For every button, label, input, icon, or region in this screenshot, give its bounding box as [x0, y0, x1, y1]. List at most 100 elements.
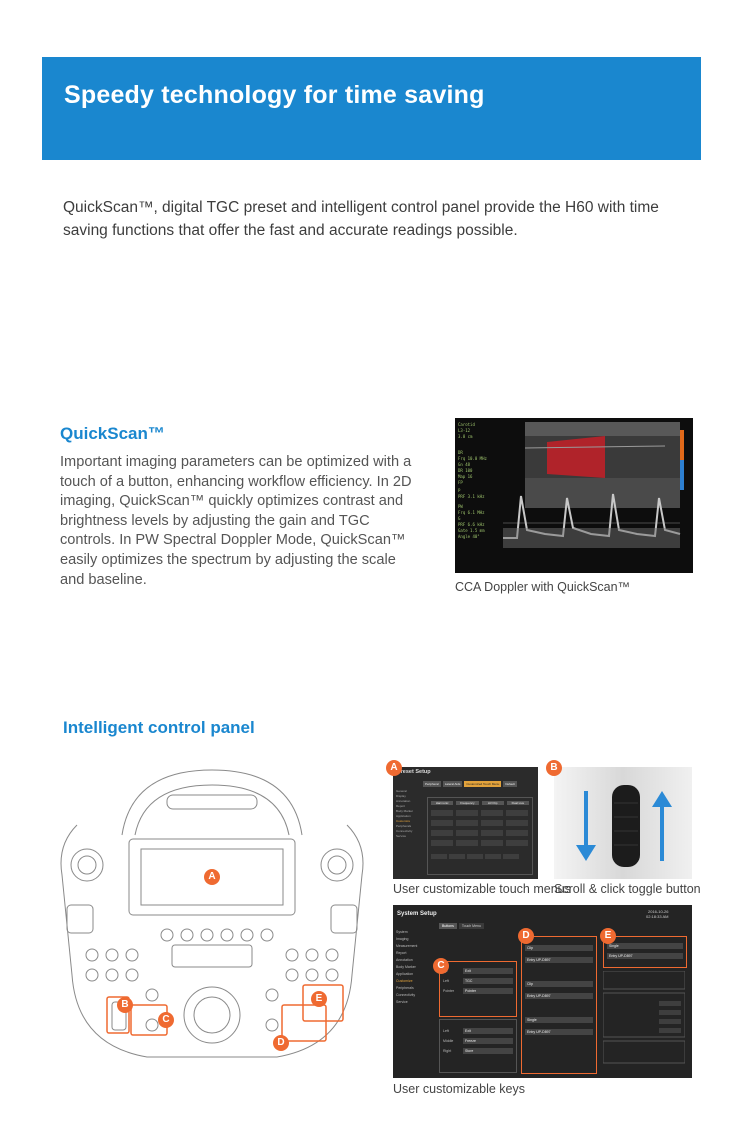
- key-select[interactable]: TGC: [463, 978, 513, 984]
- svg-text:L3-12: L3-12: [458, 428, 471, 433]
- key-select[interactable]: Clip: [525, 945, 593, 951]
- system-sidebar-item[interactable]: Annotation: [396, 958, 413, 962]
- banner-title: Speedy technology for time saving: [64, 81, 485, 109]
- touch-tab: Peripheral: [423, 781, 441, 787]
- system-sidebar-item[interactable]: Report: [396, 951, 407, 955]
- touch-menu-screenshot: Preset Setup Peripheral Lateral Aids Cus…: [393, 767, 538, 879]
- touch-sidebar-item: Peripherals: [396, 824, 412, 828]
- svg-text:FP: FP: [458, 480, 463, 485]
- key-label: Left: [443, 979, 449, 983]
- svg-text:PW: PW: [458, 504, 463, 509]
- key-select[interactable]: Freeze: [463, 1038, 513, 1044]
- customizable-keys-group-d: Clip Entry UP-D897 Clip Entry UP-D897 Si…: [521, 936, 597, 1074]
- system-sidebar-item[interactable]: Connectivity: [396, 993, 416, 997]
- key-select[interactable]: Exit: [463, 1028, 513, 1034]
- label-e-badge: E: [600, 928, 616, 944]
- touch-sidebar-item: Service: [396, 834, 407, 838]
- label-a-badge: A: [204, 869, 220, 885]
- label-d-badge: D: [273, 1035, 289, 1051]
- label-e-badge: E: [311, 991, 327, 1007]
- doppler-image-caption: CCA Doppler with QuickScan™: [455, 580, 631, 594]
- touch-sidebar-item: Display: [396, 794, 406, 798]
- system-sidebar-item[interactable]: System: [396, 930, 408, 934]
- key-label: Middle: [443, 1039, 454, 1043]
- quickscan-heading: QuickScan™: [60, 424, 165, 443]
- touch-sidebar-item-active: Customize: [396, 819, 411, 823]
- key-select[interactable]: Entry UP-D897: [525, 993, 593, 999]
- system-tab-touch-menu[interactable]: Touch Menu: [458, 923, 484, 929]
- key-select[interactable]: Exit: [463, 968, 513, 974]
- system-sidebar-item[interactable]: Imaging: [396, 937, 409, 941]
- header-banner: Speedy technology for time saving: [42, 57, 701, 160]
- key-label: Right: [443, 1049, 452, 1053]
- customizable-keys-group-c: Up Exit Left TGC Pointer Pointer: [439, 961, 517, 1017]
- key-select[interactable]: Entry UP-D897: [525, 1029, 593, 1035]
- key-select[interactable]: Entry UP-D897: [525, 957, 593, 963]
- touch-tab: Default: [503, 781, 517, 787]
- right-options-panel: [603, 971, 685, 1064]
- system-date: 2016-10-26: [648, 909, 669, 914]
- control-panel-heading: Intelligent control panel: [63, 718, 255, 737]
- system-tab-buttons[interactable]: Buttons: [439, 923, 457, 929]
- system-time: 02:18:33 AM: [646, 914, 669, 919]
- svg-text:Frq 10.0 MHz: Frq 10.0 MHz: [458, 456, 487, 461]
- svg-text:Gn 48: Gn 48: [458, 462, 471, 467]
- touch-sidebar-item: Annotation: [396, 799, 411, 803]
- system-sidebar-item[interactable]: Service: [396, 1000, 408, 1004]
- svg-text:Frq 6.1 MHz: Frq 6.1 MHz: [458, 510, 485, 515]
- key-select[interactable]: Store: [463, 1048, 513, 1054]
- svg-text:Carotid: Carotid: [458, 422, 475, 427]
- key-select[interactable]: Entry UP-D897: [607, 953, 683, 959]
- label-a-badge: A: [386, 760, 402, 776]
- toggle-button-caption: Scroll & click toggle button: [554, 882, 701, 896]
- key-label: Left: [443, 1029, 449, 1033]
- system-sidebar-item[interactable]: Application: [396, 972, 414, 976]
- key-select[interactable]: Single: [607, 943, 683, 949]
- label-b-badge: B: [117, 997, 133, 1013]
- touch-grid-button[interactable]: LR Flip: [481, 801, 504, 805]
- label-c-badge: C: [158, 1012, 174, 1028]
- touch-grid-cells: [431, 810, 528, 859]
- svg-text:PRF 6.6 kHz: PRF 6.6 kHz: [458, 522, 485, 527]
- svg-text:Gate 1.5 mm: Gate 1.5 mm: [458, 528, 485, 533]
- key-select[interactable]: Pointer: [463, 988, 513, 994]
- touch-button-grid: Harmonic Frequency LR Flip Dual Live: [427, 797, 533, 875]
- touch-menu-caption: User customizable touch menus: [393, 882, 571, 896]
- touch-sidebar-item: Report: [396, 804, 406, 808]
- foot-switch-group: Left Exit Middle Freeze Right Store: [439, 1019, 517, 1073]
- system-sidebar-item[interactable]: Measurement: [396, 944, 418, 948]
- system-sidebar-item-active[interactable]: Customize: [396, 979, 413, 983]
- toggle-button-graphic: [554, 767, 692, 879]
- touch-screen-tabs: Peripheral Lateral Aids Customized Touch…: [423, 781, 517, 787]
- svg-text:DR: DR: [458, 450, 463, 455]
- svg-text:3.8 cm: 3.8 cm: [458, 434, 473, 439]
- intro-paragraph: QuickScan™, digital TGC preset and intel…: [63, 199, 659, 239]
- customizable-keys-group-e: Single Entry UP-D897: [603, 936, 687, 968]
- system-sidebar-item[interactable]: Body Marker: [396, 965, 416, 969]
- control-panel-illustration: A B C D E: [57, 765, 367, 1065]
- svg-text:P: P: [458, 488, 461, 493]
- svg-text:G: G: [458, 516, 461, 521]
- system-sidebar: System Imaging Measurement Report Annota…: [396, 929, 434, 1006]
- label-c-badge: C: [433, 958, 449, 974]
- system-sidebar-item[interactable]: Peripherals: [396, 986, 414, 990]
- touch-sidebar: General Display Annotation Report Body M…: [396, 789, 424, 839]
- toggle-button-photo: [554, 767, 692, 879]
- svg-text:Angle 40°: Angle 40°: [458, 534, 480, 539]
- touch-tab-active: Customized Touch Menu: [464, 781, 502, 787]
- control-panel-drawing: [60, 769, 364, 1058]
- touch-screen-title: Preset Setup: [397, 769, 431, 775]
- touch-sidebar-item: Body Marker: [396, 809, 414, 813]
- key-select[interactable]: Single: [525, 1017, 593, 1023]
- touch-grid-button[interactable]: Harmonic: [431, 801, 454, 805]
- touch-grid-button[interactable]: Frequency: [456, 801, 479, 805]
- system-tabs: Buttons Touch Menu: [439, 923, 484, 929]
- label-b-badge: B: [546, 760, 562, 776]
- key-select[interactable]: Clip: [525, 981, 593, 987]
- svg-text:Map 16: Map 16: [458, 474, 473, 479]
- system-datetime: 2016-10-26 02:18:33 AM: [646, 909, 668, 919]
- touch-grid-button[interactable]: Dual Live: [506, 801, 529, 805]
- touch-tab: Lateral Aids: [442, 781, 463, 787]
